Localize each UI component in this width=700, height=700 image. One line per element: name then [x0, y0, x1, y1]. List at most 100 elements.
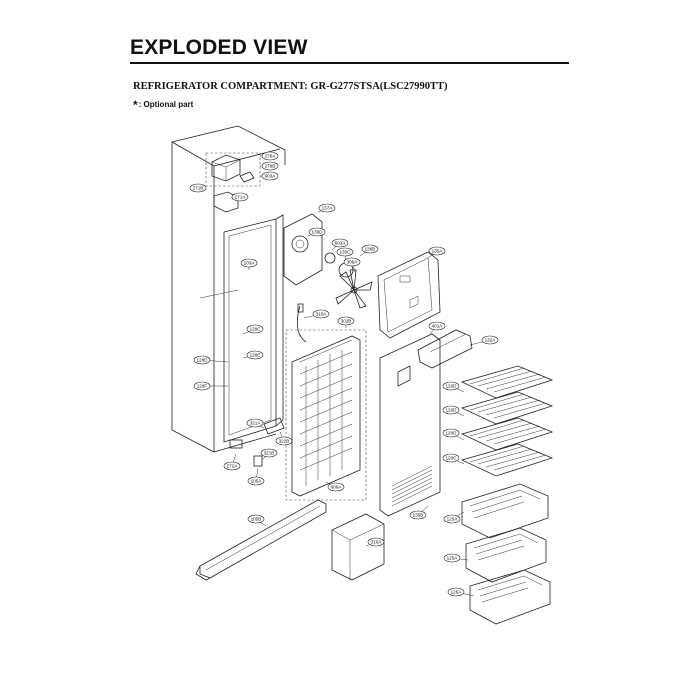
callout-136b: 136B	[359, 244, 379, 257]
callout-120d: 120D	[442, 381, 465, 393]
sensor-wire	[296, 303, 307, 343]
callout-276a: 276A	[260, 151, 279, 161]
callout-120d: 120D	[442, 405, 465, 417]
callout-135c: 135C	[336, 247, 354, 261]
callout-bubble	[247, 514, 265, 524]
callout-135b: 135B	[409, 505, 429, 520]
callout-128d: 128D	[193, 355, 229, 365]
callout-label: 310A	[316, 312, 328, 317]
callout-bubble	[312, 309, 330, 319]
callout-bubble	[409, 510, 427, 520]
front-rail	[195, 499, 327, 581]
small-parts	[229, 417, 285, 467]
evaporator	[285, 329, 367, 501]
callout-bubble	[275, 436, 293, 446]
callout-bubble	[428, 321, 446, 331]
callout-bubble	[428, 246, 446, 256]
callout-310a: 310A	[303, 309, 330, 319]
optional-part-label: : Optional part	[138, 100, 194, 109]
callout-label: 126A	[451, 590, 463, 595]
callout-label: 321B	[264, 451, 275, 456]
callout-bubble	[442, 453, 460, 463]
callout-bubble	[336, 247, 354, 257]
callout-126a: 126A	[447, 587, 475, 597]
callout-label: 135B	[413, 513, 424, 518]
callout-bubble	[343, 257, 361, 267]
cabinet	[171, 125, 286, 453]
callout-276b: 276B	[260, 161, 279, 171]
callout-label: 125A	[447, 556, 459, 561]
wire-shelves	[460, 365, 554, 477]
evaporator-cover	[377, 251, 441, 339]
callout-128c: 128C	[242, 324, 264, 335]
callout-bubble	[261, 151, 279, 161]
callout-128f: 128F	[193, 381, 228, 391]
callout-bubble	[318, 203, 336, 213]
callout-label: 136D	[312, 230, 324, 235]
callout-label: 120C	[446, 456, 458, 461]
callout-125a: 125A	[443, 511, 465, 524]
callout-bubble	[261, 171, 279, 181]
callout-label: 105B	[251, 517, 262, 522]
callout-603a: 603A	[260, 171, 279, 181]
fan-blade	[335, 269, 373, 309]
callout-label: 128F	[197, 384, 208, 389]
callout-label: 128C	[250, 327, 262, 332]
callout-321a: 321A	[246, 418, 265, 429]
callout-bubble	[308, 227, 326, 237]
callout-606a: 606A	[325, 481, 345, 492]
callout-label: 125A	[447, 517, 459, 522]
callout-103a: 103A	[240, 258, 258, 270]
callout-label: 120D	[446, 384, 458, 389]
callout-271b: 271B	[189, 183, 207, 193]
baskets	[461, 483, 551, 625]
callout-bubble	[481, 335, 499, 345]
callout-label: 271A	[235, 195, 247, 200]
callout-bubble	[442, 405, 460, 415]
callout-label: 137A	[322, 206, 334, 211]
callout-603a: 603A	[331, 238, 349, 251]
callout-bubble	[246, 350, 264, 360]
callout-bubble	[240, 258, 258, 268]
callout-label: 120D	[446, 408, 458, 413]
callout-label: 105A	[251, 479, 263, 484]
callout-401a: 401A	[428, 321, 446, 335]
page-title: EXPLODED VIEW	[130, 36, 308, 59]
callout-bubble	[442, 381, 460, 391]
callout-128e: 128E	[242, 350, 264, 360]
callout-bubble	[247, 476, 265, 486]
callout-bubble	[367, 537, 385, 547]
callout-125a: 125A	[443, 553, 469, 563]
callout-120c: 120C	[442, 453, 465, 465]
callout-label: 132A	[485, 338, 497, 343]
callout-136d: 136D	[307, 227, 326, 237]
callout-310a: 310A	[365, 537, 385, 547]
optional-part-note: *: Optional part	[133, 98, 193, 112]
callout-105a: 105A	[247, 467, 265, 486]
callout-bubble	[246, 324, 264, 334]
callout-105b: 105B	[247, 514, 267, 527]
callout-bubble	[193, 355, 211, 365]
callout-137a: 137A	[317, 203, 336, 213]
callout-271a: 271A	[231, 192, 249, 202]
callout-120d: 120D	[442, 428, 465, 441]
callout-bubble	[261, 161, 279, 171]
callout-bubble	[223, 461, 241, 471]
callout-bubble	[260, 448, 278, 458]
drain-duct	[331, 513, 385, 581]
callout-label: 401A	[432, 324, 444, 329]
callout-272a: 272A	[223, 453, 241, 471]
callout-bubble	[193, 381, 211, 391]
callout-bubble	[443, 514, 461, 524]
callout-label: 103A	[244, 261, 256, 266]
callout-label: 276B	[265, 164, 276, 169]
callout-label: 603A	[335, 241, 347, 246]
callout-bubble	[443, 553, 461, 563]
title-rule	[130, 62, 569, 64]
callout-bubble	[231, 192, 249, 202]
callout-bubble	[331, 238, 349, 248]
lamp-housing	[417, 329, 473, 369]
callout-label: 135A	[432, 249, 444, 254]
callout-309a: 309A	[343, 257, 361, 273]
